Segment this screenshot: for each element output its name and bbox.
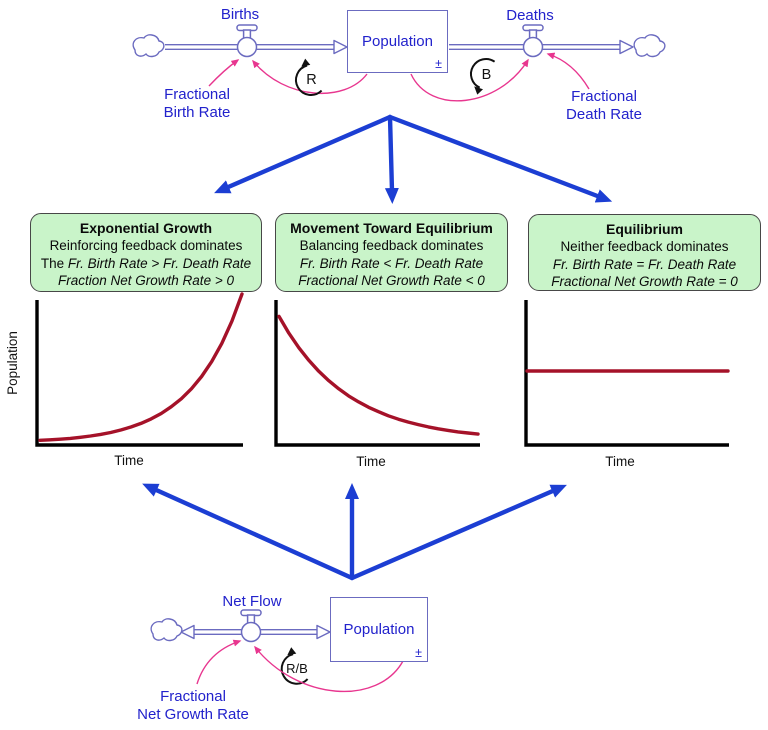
biflow-badge: ± — [435, 57, 442, 71]
fractional-birth-rate-link — [208, 59, 240, 87]
scenario-condition: Fr. Birth Rate < Fr. Death Rate — [299, 255, 484, 271]
chart3-x-axis-label: Time — [605, 454, 635, 469]
top-influence-links — [208, 52, 590, 102]
scenario-box-equilibrium: Equilibrium Neither feedback dominates F… — [528, 214, 761, 291]
arrow-to-exponential-growth — [214, 114, 393, 194]
fractional-net-growth-rate-label: Fractional Net Growth Rate — [137, 688, 249, 724]
chart-curve-1 — [38, 292, 244, 442]
fractional-net-growth-link — [196, 639, 242, 685]
netflow-arrowhead-into-stock — [316, 624, 331, 640]
chart2-x-axis-label: Time — [356, 454, 386, 469]
deaths-valve-icon — [522, 24, 544, 58]
population-to-deaths-link — [410, 58, 529, 102]
fractional-death-rate-label: Fractional Death Rate — [566, 88, 642, 124]
reinforcing-loop-label: R — [306, 72, 317, 88]
scenario-condition: Fr. Birth Rate = Fr. Death Rate — [552, 256, 737, 272]
chart-curves — [38, 292, 730, 442]
population-to-netflow-link — [254, 645, 404, 693]
arrow-to-chart1 — [142, 483, 355, 581]
chart1-y-axis-label: Population — [5, 331, 20, 395]
biflow-badge-bottom: ± — [415, 646, 422, 660]
net-flow-label: Net Flow — [222, 593, 282, 610]
scenario-rate-condition: Fractional Net Growth Rate = 0 — [551, 274, 738, 289]
bottom-cloud-icon — [150, 618, 183, 642]
births-valve-icon — [236, 24, 258, 58]
sink-cloud-icon — [633, 34, 666, 58]
scenario-rate-condition: Fractional Net Growth Rate < 0 — [298, 273, 485, 288]
fractional-birth-rate-line1: Fractional — [164, 86, 230, 103]
fractional-net-growth-line2: Net Growth Rate — [137, 706, 249, 723]
scenario-title: Exponential Growth — [79, 220, 213, 236]
chart3-axes — [524, 300, 729, 447]
scenario-title: Equilibrium — [606, 221, 683, 237]
population-to-births-link — [252, 59, 368, 95]
chart2-axes — [274, 300, 480, 447]
fractional-net-growth-line1: Fractional — [160, 688, 226, 705]
source-cloud-icon — [132, 34, 165, 58]
chart-arrows — [142, 483, 567, 581]
population-stock-bottom-label: Population — [343, 621, 415, 638]
fractional-birth-rate-line2: Birth Rate — [163, 104, 231, 121]
netflow-valve-icon — [240, 609, 262, 643]
population-stock-label: Population — [362, 33, 433, 50]
top-flow-pipes — [132, 24, 666, 58]
fractional-death-rate-line1: Fractional — [571, 88, 637, 105]
scenario-condition: The Fr. Birth Rate > Fr. Death Rate — [40, 255, 252, 271]
scenario-subtitle: Neither feedback dominates — [560, 239, 729, 254]
arrow-to-movement-equilibrium — [384, 114, 399, 204]
reinforcing-loop-icon — [295, 58, 323, 96]
net-loop-label: R/B — [286, 661, 308, 676]
fractional-birth-rate-label: Fractional Birth Rate — [164, 86, 231, 122]
chart-axes — [35, 300, 729, 447]
scenario-box-movement-equilibrium: Movement Toward Equilibrium Balancing fe… — [275, 213, 508, 292]
population-stock: Population ± — [347, 10, 448, 73]
scenario-subtitle: Balancing feedback dominates — [299, 238, 484, 253]
scenario-arrows — [214, 114, 613, 204]
fractional-death-rate-link — [546, 52, 590, 90]
chart1-axes — [35, 300, 243, 447]
arrow-to-chart3 — [349, 484, 567, 581]
arrow-to-equilibrium — [387, 114, 613, 203]
flow-arrowhead-into-stock — [333, 39, 348, 55]
bottom-flow-pipes — [150, 609, 331, 643]
scenario-subtitle: Reinforcing feedback dominates — [49, 238, 243, 253]
netflow-arrowhead-to-cloud — [180, 624, 195, 640]
scenario-box-exponential-growth: Exponential Growth Reinforcing feedback … — [30, 213, 262, 292]
flow-arrowhead-to-sink — [619, 39, 634, 55]
scenario-title: Movement Toward Equilibrium — [290, 220, 493, 236]
fractional-death-rate-line2: Death Rate — [566, 106, 642, 123]
balancing-loop-label: B — [481, 66, 492, 83]
chart-curve-2 — [277, 314, 480, 436]
births-label: Births — [220, 6, 260, 23]
balancing-loop-icon — [470, 57, 496, 95]
scenario-rate-condition: Fraction Net Growth Rate > 0 — [58, 273, 234, 288]
bottom-influence-links — [196, 639, 404, 693]
population-stock-bottom: Population ± — [330, 597, 428, 662]
deaths-label: Deaths — [506, 7, 554, 24]
chart1-x-axis-label: Time — [114, 453, 144, 468]
